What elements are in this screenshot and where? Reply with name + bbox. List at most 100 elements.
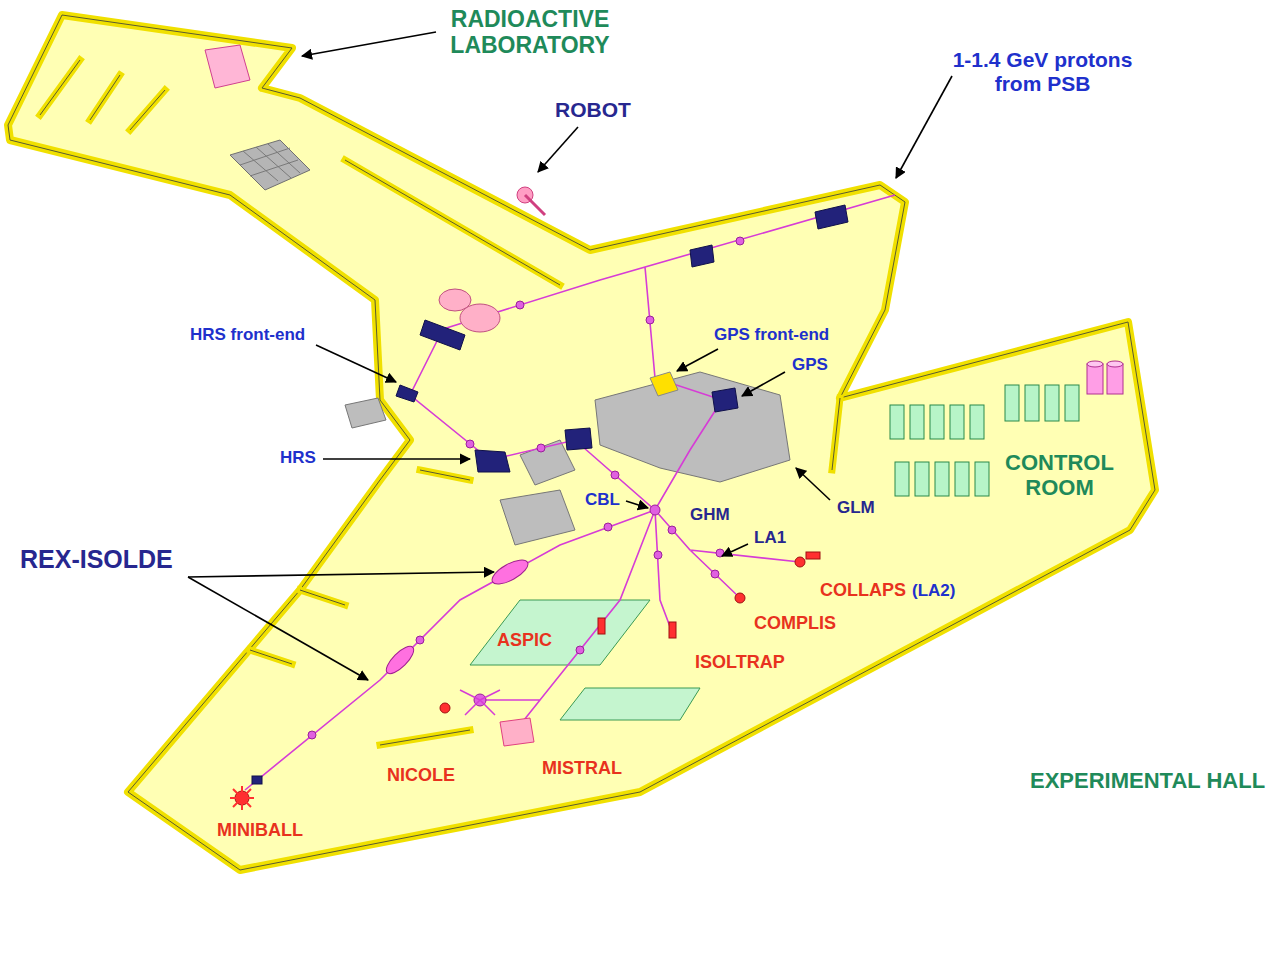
wall-edge [8, 15, 1155, 870]
magnet [252, 776, 262, 784]
leader-arrow [323, 458, 470, 460]
shielding-block [500, 490, 575, 545]
collaps-setup [795, 557, 805, 567]
collaps-setup [806, 552, 820, 559]
facility-label: REX-ISOLDE [20, 545, 173, 574]
equipment-label: GHM [688, 505, 732, 525]
beam-element [711, 570, 719, 578]
room-label: EXPERIMENTAL HALL [1030, 768, 1265, 793]
hrs-magnet [475, 450, 510, 472]
rack [975, 462, 989, 496]
leader-arrow [742, 372, 785, 396]
rack [930, 405, 944, 439]
outer-wall [8, 15, 1155, 870]
beam-element [466, 440, 474, 448]
beam-element [650, 505, 660, 515]
equipment-label: ROBOT [555, 98, 631, 122]
beam-line [245, 195, 895, 790]
beam-element [646, 316, 654, 324]
storage-block [230, 140, 310, 190]
rack [890, 405, 904, 439]
rack [955, 462, 969, 496]
platform [560, 688, 700, 720]
gas-cylinder-top [1107, 361, 1123, 367]
beam-element [736, 237, 744, 245]
magnet [690, 245, 714, 267]
hrs-front-end [396, 385, 418, 402]
leader-arrow [188, 577, 368, 680]
leader-arrow [626, 501, 648, 508]
beam-element [416, 636, 424, 644]
room-label: RADIOACTIVE LABORATORY [420, 6, 640, 59]
leader-arrow [302, 32, 436, 56]
equipment-label: CBL [583, 490, 622, 510]
beam-element [611, 471, 619, 479]
inner-wall [40, 60, 840, 745]
equipment-label: GPS [790, 355, 830, 375]
leader-arrow [796, 468, 830, 500]
leader-arrows [188, 32, 952, 680]
gas-cylinder [1107, 364, 1123, 394]
linac-tank [382, 642, 417, 677]
experiment-label: ASPIC [497, 630, 552, 651]
rack [1005, 385, 1019, 421]
beam-element [576, 646, 584, 654]
rack [1025, 385, 1039, 421]
complis-setup [735, 593, 745, 603]
aspic-setup [598, 618, 605, 634]
beam-elements [308, 213, 824, 739]
gas-cylinder-top [1087, 361, 1103, 367]
leader-arrow [188, 572, 494, 577]
experiment-label: ISOLTRAP [693, 652, 787, 673]
beam-element [516, 301, 524, 309]
target-unit [460, 304, 500, 332]
rack [970, 405, 984, 439]
rack [950, 405, 964, 439]
equipment-label: HRS front-end [190, 325, 305, 345]
equipment-label: GPS front-end [712, 325, 831, 345]
nicole-setup [440, 703, 450, 713]
beamline-label: (LA2) [910, 581, 957, 601]
experiment-label: NICOLE [385, 765, 457, 786]
rack [895, 462, 909, 496]
leader-arrow [896, 76, 952, 178]
shielding-block [345, 398, 386, 428]
robot-arm [525, 195, 545, 215]
isoltrap-magnet [669, 622, 676, 638]
inner-wall-edge [40, 60, 840, 745]
floor [8, 15, 1155, 870]
gas-cylinder [1087, 364, 1103, 394]
experiment-label: COLLAPS [818, 580, 908, 601]
shielding-block [595, 372, 790, 482]
equipment-label: GLM [835, 498, 877, 518]
experiment-label: MISTRAL [540, 758, 624, 779]
gps-front-end [650, 372, 678, 396]
platform [470, 600, 650, 665]
beam-element [308, 731, 316, 739]
leader-arrow [316, 345, 396, 382]
miniball-spikes [230, 786, 254, 810]
rack [910, 405, 924, 439]
rack [1065, 385, 1079, 421]
linac-tank [489, 555, 532, 588]
leader-arrow [677, 349, 718, 371]
rack [915, 462, 929, 496]
rack [1045, 385, 1059, 421]
leader-arrow [722, 544, 748, 556]
equipment-label: LA1 [752, 528, 788, 548]
beam-element [668, 526, 676, 534]
gps-magnet [712, 388, 738, 412]
room-label: CONTROL ROOM [995, 450, 1124, 501]
leader-arrow [538, 127, 578, 172]
hot-cell [205, 45, 250, 88]
beam-label: 1-1.4 GeV protons from PSB [930, 48, 1155, 96]
mistral-setup [500, 718, 534, 746]
magnet [815, 205, 848, 229]
beam-element [654, 551, 662, 559]
magnet [420, 320, 465, 350]
rack [935, 462, 949, 496]
storage-grid [240, 144, 300, 181]
beam-element [537, 444, 545, 452]
